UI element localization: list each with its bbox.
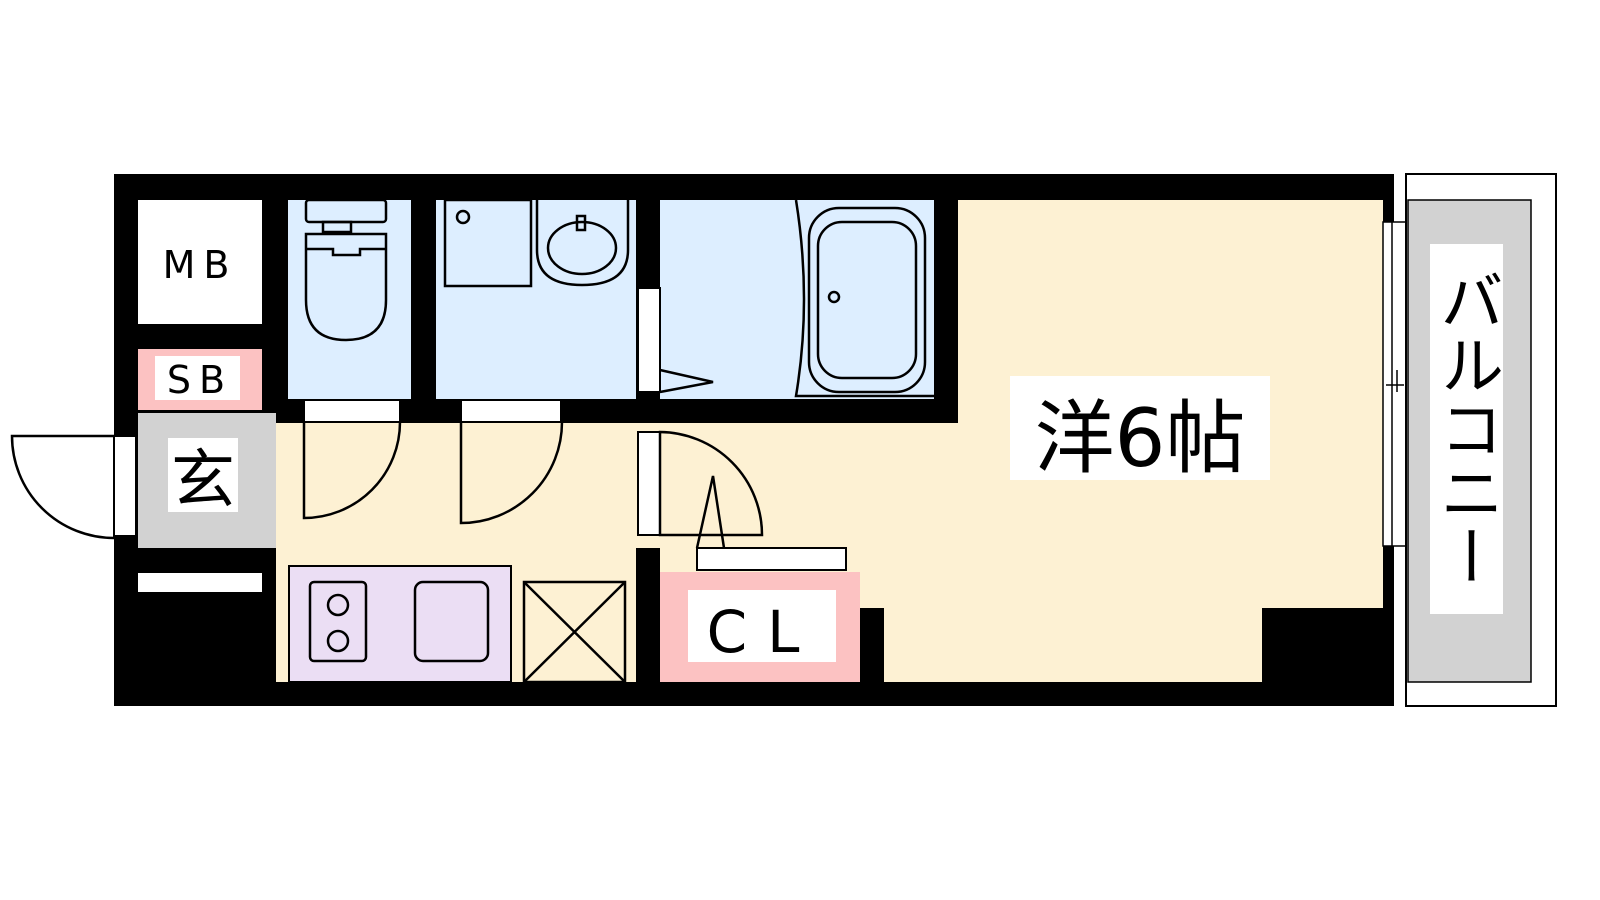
balcony-window [1382,221,1407,547]
toilet-icon [304,198,388,342]
shoe-box-label: SB [167,358,233,402]
bathtub-icon [794,199,934,398]
sink-icon [535,200,630,287]
stove-icon [308,580,368,663]
shelf [138,573,262,592]
closet-door [696,547,847,571]
balcony-label: バルコニー [1429,268,1503,588]
washroom-door [459,399,564,525]
kitchen-sink-icon [413,580,490,663]
entrance-door [10,434,137,540]
western-room-label: 洋6帖 [1035,392,1246,485]
kitchen-counter [288,565,512,683]
fridge-space-icon [522,580,627,684]
bathroom-door [637,287,714,394]
meter-box-label: MB [163,243,238,287]
entrance-label: 玄 [171,444,235,518]
toilet-door [302,399,402,520]
meter-box-room [138,200,262,324]
closet-label: CL [707,598,820,666]
bathroom [660,200,934,399]
room-door [637,430,764,549]
washing-machine-pan-icon [443,198,533,288]
